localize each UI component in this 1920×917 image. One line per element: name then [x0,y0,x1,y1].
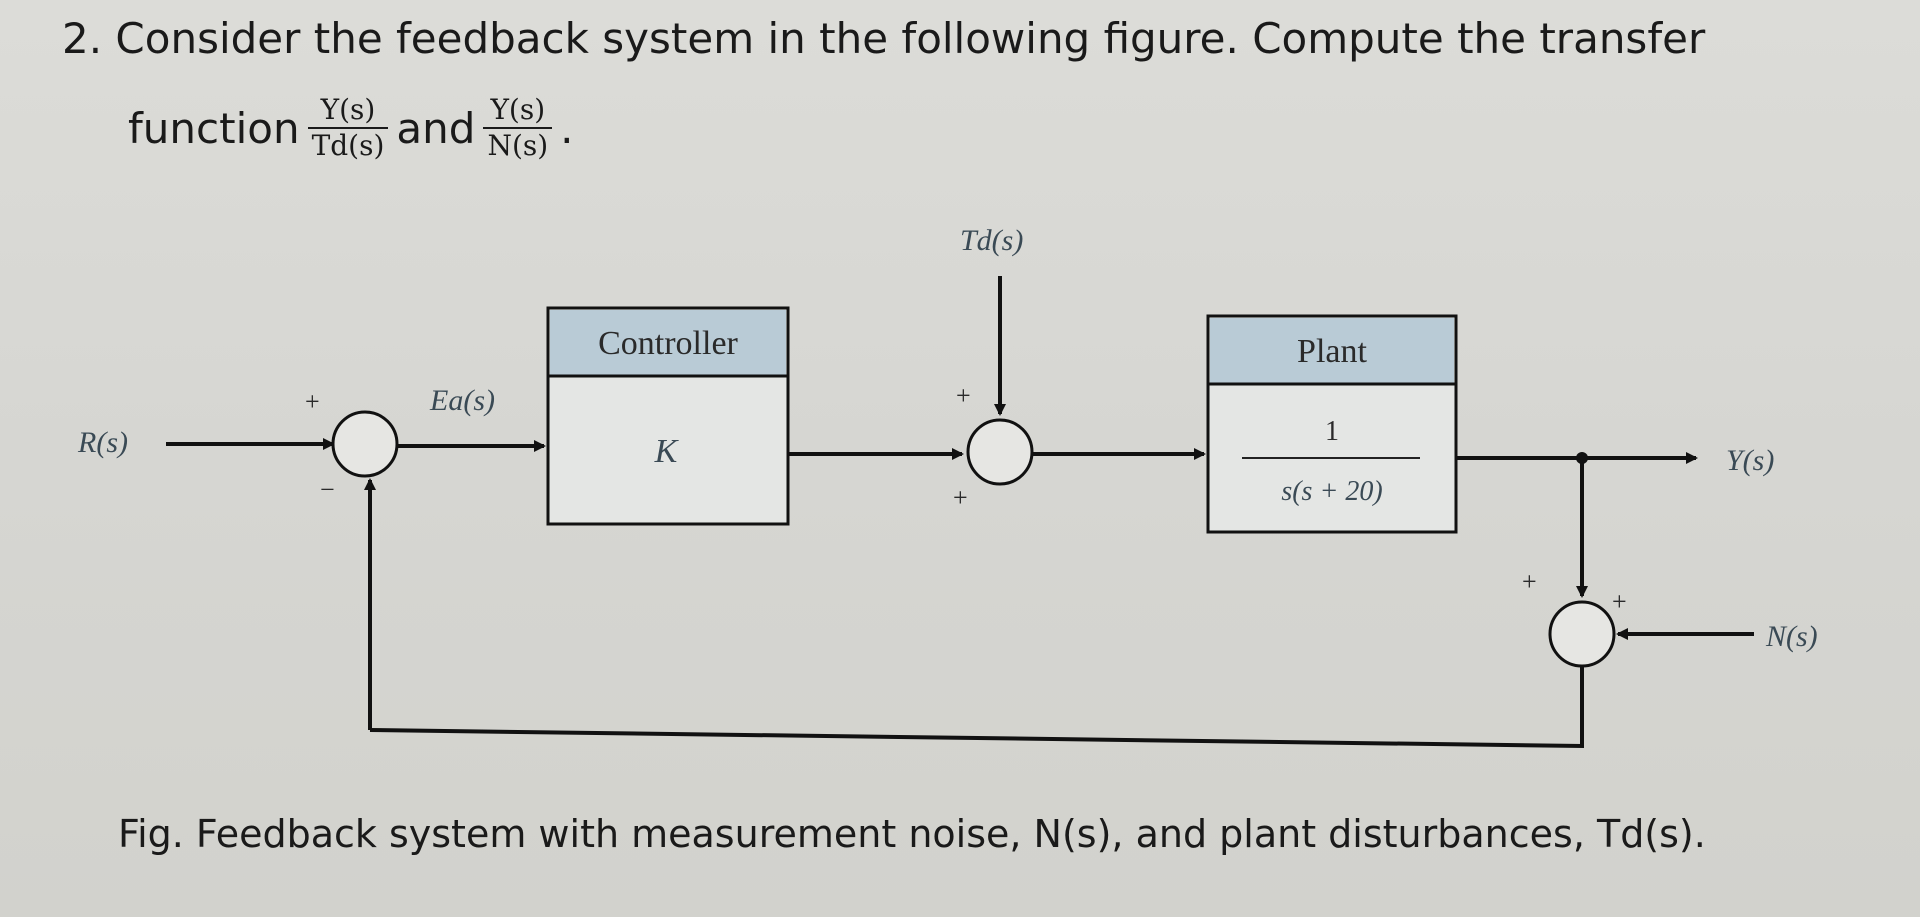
plant-block: Plant 1 s(s + 20) [1206,314,1458,534]
plant-numerator: 1 [1325,416,1339,447]
disturbance-label: Td(s) [960,224,1023,257]
controller-gain: K [654,433,680,470]
controller-block: Controller K [546,306,790,526]
summing-junction-2 [966,418,1034,486]
fraction-bar [307,127,389,129]
question-transfer-functions: function Y(s) Td(s) and Y(s) N(s) . [128,78,574,178]
fraction-y-over-n: Y(s) N(s) [483,93,553,163]
fraction-denominator: Td(s) [311,129,385,162]
noise-label: N(s) [1765,620,1818,653]
summing-junction-1 [331,410,399,478]
fraction-y-over-td: Y(s) Td(s) [307,93,389,163]
plant-header: Plant [1297,333,1367,370]
and-word: and [396,103,476,153]
figure-caption: Fig. Feedback system with measurement no… [118,812,1706,856]
period: . [560,103,574,153]
sum1-plus-sign: + [305,387,320,416]
fraction-numerator: Y(s) [320,93,376,126]
error-label: Ea(s) [429,384,495,417]
plant-denominator: s(s + 20) [1281,476,1382,507]
sum3-right-plus-sign: + [1612,587,1627,616]
fraction-numerator: Y(s) [490,93,546,126]
question-text: 2. Consider the feedback system in the f… [62,14,1706,63]
sum1-minus-sign: − [320,475,335,504]
summing-junction-3 [1548,600,1616,668]
fraction-bar [483,127,553,129]
feedback-return-path [369,666,1584,749]
fraction-denominator: N(s) [487,129,549,162]
function-word: function [128,103,300,153]
input-label: R(s) [77,426,128,459]
output-label: Y(s) [1726,444,1774,477]
sum3-left-plus-sign: + [1522,567,1537,596]
sum2-top-plus-sign: + [956,381,971,410]
sum2-bottom-plus-sign: + [953,483,968,512]
controller-header: Controller [598,325,738,362]
